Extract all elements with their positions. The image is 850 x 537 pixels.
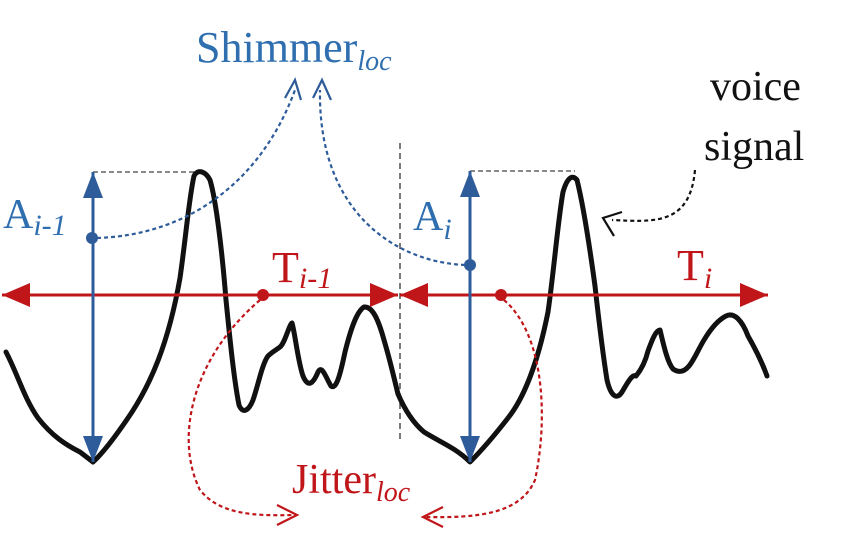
period-arrow-prev-right-head [370, 283, 398, 307]
shimmer-connector-curr [318, 89, 466, 267]
period-label-curr: Ti [677, 241, 712, 295]
voice-signal-waveform [3, 169, 770, 465]
amplitude-label-curr: Ai [413, 194, 452, 246]
period-dot-prev [257, 289, 269, 301]
jitter-connector-prev [187, 299, 296, 517]
shimmer-connector-prev [96, 89, 297, 240]
period-dot-curr [495, 289, 507, 301]
amplitude-label-prev: Ai-1 [3, 192, 67, 242]
period-arrow-curr-right-head [740, 283, 768, 307]
amplitude-arrow-curr-bottom-head [460, 436, 480, 462]
voice-label-line1: voice [710, 64, 801, 110]
shimmer-arrowhead-prev [284, 77, 303, 101]
amplitude-dot-prev [86, 232, 98, 244]
voice-signal-arrowhead [601, 210, 623, 237]
amplitude-arrow-prev-bottom-head [83, 436, 103, 462]
period-label-prev: Ti-1 [272, 243, 332, 295]
amplitude-dot-curr [464, 259, 476, 271]
amplitude-arrow-curr-top-head [460, 171, 480, 197]
jitter-label: Jitterloc [292, 457, 411, 508]
period-arrow-curr-left-head [400, 283, 428, 307]
shimmer-label: Shimmerloc [196, 23, 392, 77]
voice-label-line2: signal [704, 124, 804, 170]
period-arrow-prev-left-head [2, 283, 30, 307]
jitter-arrowhead-prev [276, 504, 300, 526]
voice-signal-connector [611, 169, 697, 222]
jitter-arrowhead-curr [420, 506, 444, 528]
amplitude-arrow-prev-top-head [83, 172, 103, 198]
jitter-connector-curr [424, 299, 543, 519]
shimmer-arrowhead-curr [312, 77, 333, 101]
